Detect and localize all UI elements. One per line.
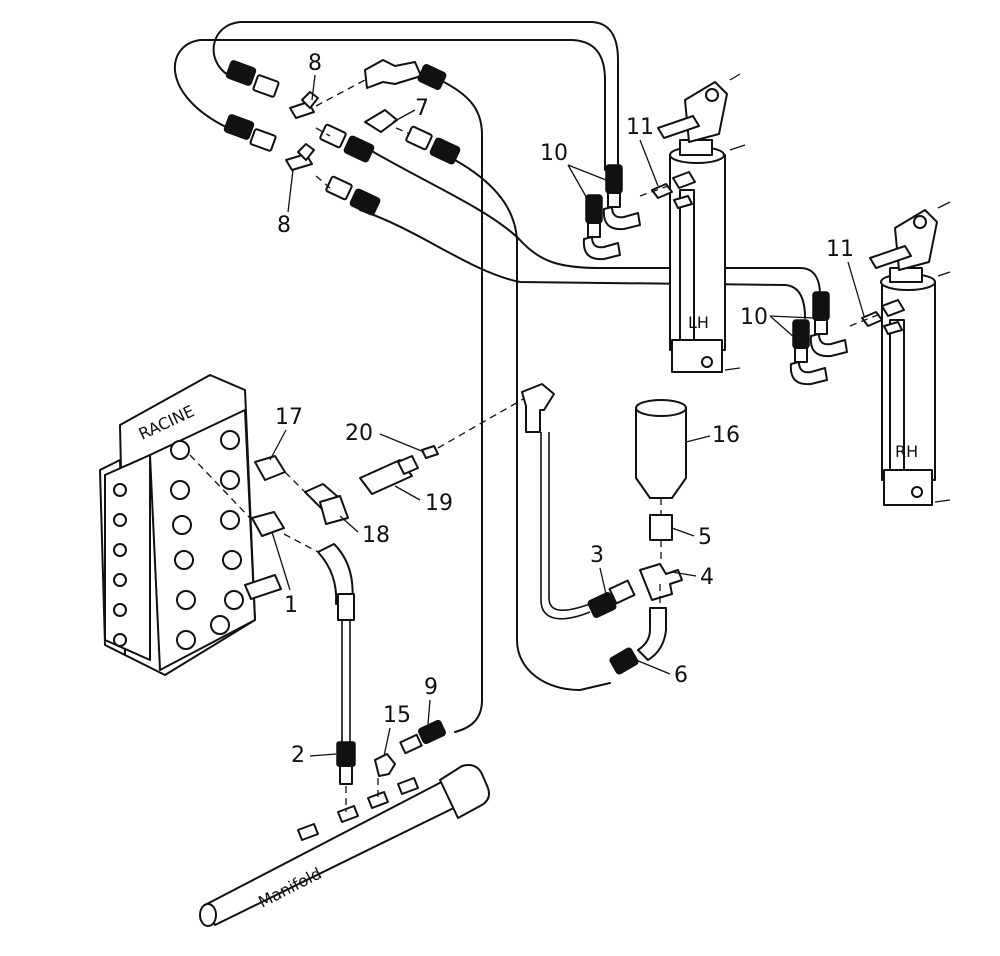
callouts: 8 7 8 10 11 10 11 17 20 16 19 18 5 4 3 1… <box>269 51 865 768</box>
callout-16: 16 <box>712 423 740 448</box>
lh-label: LH <box>688 313 709 332</box>
callout-8-top: 8 <box>308 51 322 76</box>
hose-to-rh-lower <box>359 209 806 319</box>
hose-3-a <box>540 432 591 620</box>
callout-18: 18 <box>362 523 390 548</box>
callout-15: 15 <box>383 703 411 728</box>
hose-from-7-down <box>454 159 611 691</box>
dash-20-hose <box>437 397 526 449</box>
item-9-nut <box>399 733 423 755</box>
item-2-nut <box>339 765 353 785</box>
callout-6: 6 <box>674 663 688 688</box>
item-9-ferrule <box>417 719 447 745</box>
rh-cylinder <box>861 201 951 506</box>
dash-1-hose <box>283 533 319 553</box>
callout-2: 2 <box>291 743 305 768</box>
callout-11-rh: 11 <box>826 237 854 262</box>
lh-hose-ends <box>582 164 641 261</box>
dash-line-top-4 <box>395 127 411 135</box>
callout-7: 7 <box>415 96 429 121</box>
callout-5: 5 <box>698 525 712 550</box>
outer-hose-loop <box>212 21 619 171</box>
valve-fittings <box>251 445 439 537</box>
dash-17-19 <box>284 471 306 493</box>
dash-rh-11 <box>849 313 881 327</box>
dash-line-top-3 <box>315 175 331 189</box>
elbow-nut <box>337 593 355 621</box>
callout-9: 9 <box>424 675 438 700</box>
callout-8-bottom: 8 <box>277 213 291 238</box>
rh-label: RH <box>895 442 918 461</box>
callout-17: 17 <box>275 405 303 430</box>
callout-19: 19 <box>425 491 453 516</box>
rh-hose-ends <box>789 291 848 386</box>
valve-ports <box>113 430 244 650</box>
item-2-ferrule <box>336 741 356 767</box>
lh-cylinder <box>651 73 746 373</box>
manifold-pipe <box>199 764 490 927</box>
elbow-near-20 <box>521 383 555 433</box>
hose-from-tee-to-manifold <box>439 79 483 733</box>
item-15-elbow <box>374 753 396 777</box>
callout-10-rh: 10 <box>740 305 768 330</box>
callout-10-lh: 10 <box>540 141 568 166</box>
dash-line-top-2 <box>315 127 331 137</box>
hose-to-lh-lower <box>369 149 821 296</box>
callout-11-lh: 11 <box>626 115 654 140</box>
dash-lh-11 <box>639 185 669 197</box>
item-6-ferrule <box>609 647 639 675</box>
callout-1: 1 <box>284 593 298 618</box>
callout-3: 3 <box>590 543 604 568</box>
inner-hose-loop <box>173 39 606 171</box>
hose-3-b <box>548 432 591 611</box>
top-fitting-group <box>223 59 461 216</box>
callout-20: 20 <box>345 421 373 446</box>
dash-line-top-1 <box>315 79 366 107</box>
racine-control-valve <box>99 374 282 676</box>
callout-4: 4 <box>700 565 714 590</box>
filter-tee-assembly <box>587 399 687 661</box>
dash-valve-ports <box>189 454 251 519</box>
